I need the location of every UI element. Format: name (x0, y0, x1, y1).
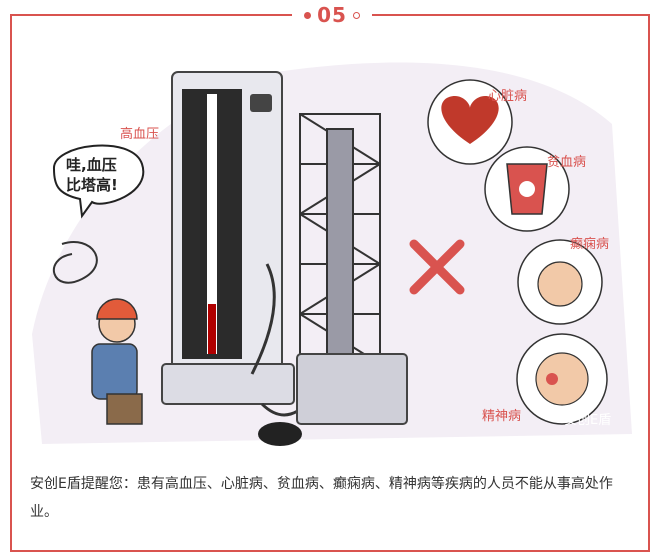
section-number: 05 (317, 3, 347, 27)
disease-anemia (484, 146, 570, 232)
disease-heart (427, 79, 513, 165)
badge-dot-left (304, 11, 312, 19)
safety-illustration: 哇,血压 比塔高! 高血压 心脏病 贫血病 癫痫病 精神病 安创E盾 (32, 62, 632, 446)
disease-epilepsy (517, 239, 603, 325)
heart-icon (441, 96, 499, 144)
watermark: 安创E盾 (564, 413, 611, 428)
pump-bulb (258, 422, 302, 446)
sphygmomanometer (161, 71, 314, 417)
label-heart-disease: 心脏病 (488, 89, 527, 104)
safety-caption: 安创E盾提醒您：患有高血压、心脏病、贫血病、癫痫病、精神病等疾病的人员不能从事高… (30, 476, 613, 520)
label-high-blood-pressure: 高血压 (120, 126, 159, 142)
label-anemia: 贫血病 (547, 154, 586, 170)
speech-line-2: 比塔高! (66, 176, 118, 194)
scaffold-base (296, 353, 408, 425)
badge-dot-right (352, 11, 360, 19)
speech-bubble (52, 144, 145, 219)
cross-mark-icon (409, 239, 465, 295)
worker-figure (53, 241, 143, 425)
disease-mental (516, 333, 608, 425)
speech-line-1: 哇,血压 (66, 156, 117, 174)
section-badge: 05 (292, 0, 372, 30)
label-epilepsy: 癫痫病 (570, 236, 609, 252)
label-mental-illness: 精神病 (482, 409, 521, 424)
